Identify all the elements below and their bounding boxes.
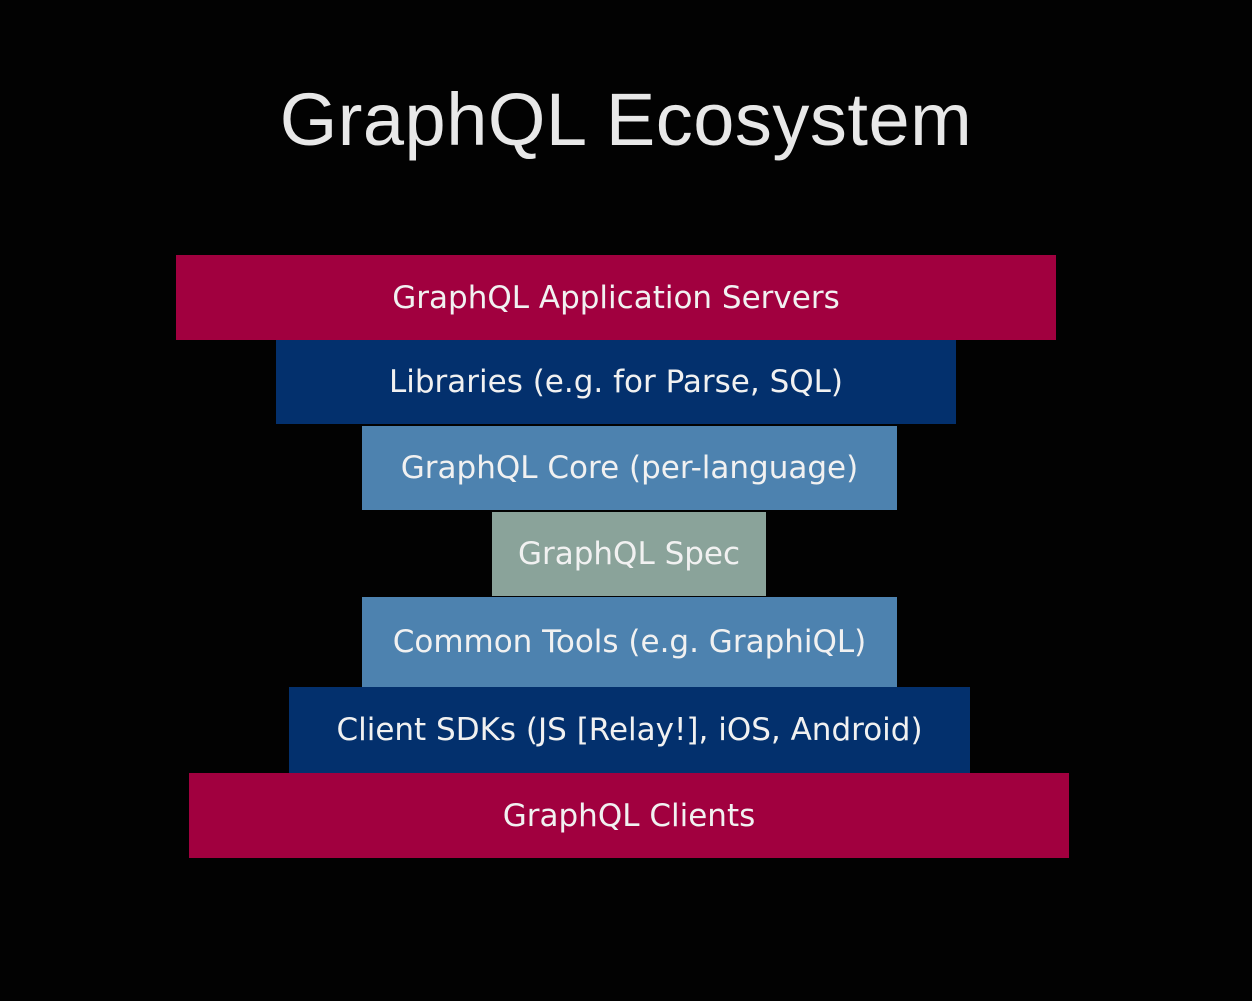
layer-libraries: Libraries (e.g. for Parse, SQL) [276, 340, 956, 424]
layer-common-tools: Common Tools (e.g. GraphiQL) [362, 597, 897, 687]
layer-label: GraphQL Spec [517, 536, 741, 572]
layer-graphql-clients: GraphQL Clients [189, 773, 1069, 858]
layer-label: GraphQL Core (per-language) [400, 450, 859, 486]
layer-label: Client SDKs (JS [Relay!], iOS, Android) [336, 712, 923, 748]
layer-client-sdks: Client SDKs (JS [Relay!], iOS, Android) [289, 687, 970, 773]
layer-label: GraphQL Application Servers [392, 279, 840, 316]
layer-graphql-core: GraphQL Core (per-language) [362, 426, 897, 510]
layer-label: Common Tools (e.g. GraphiQL) [392, 624, 867, 660]
layer-graphql-application-servers: GraphQL Application Servers [176, 255, 1056, 340]
layer-label: Libraries (e.g. for Parse, SQL) [388, 364, 844, 400]
layer-label: GraphQL Clients [502, 797, 756, 834]
slide-title: GraphQL Ecosystem [279, 78, 973, 161]
layer-graphql-spec: GraphQL Spec [492, 512, 766, 596]
